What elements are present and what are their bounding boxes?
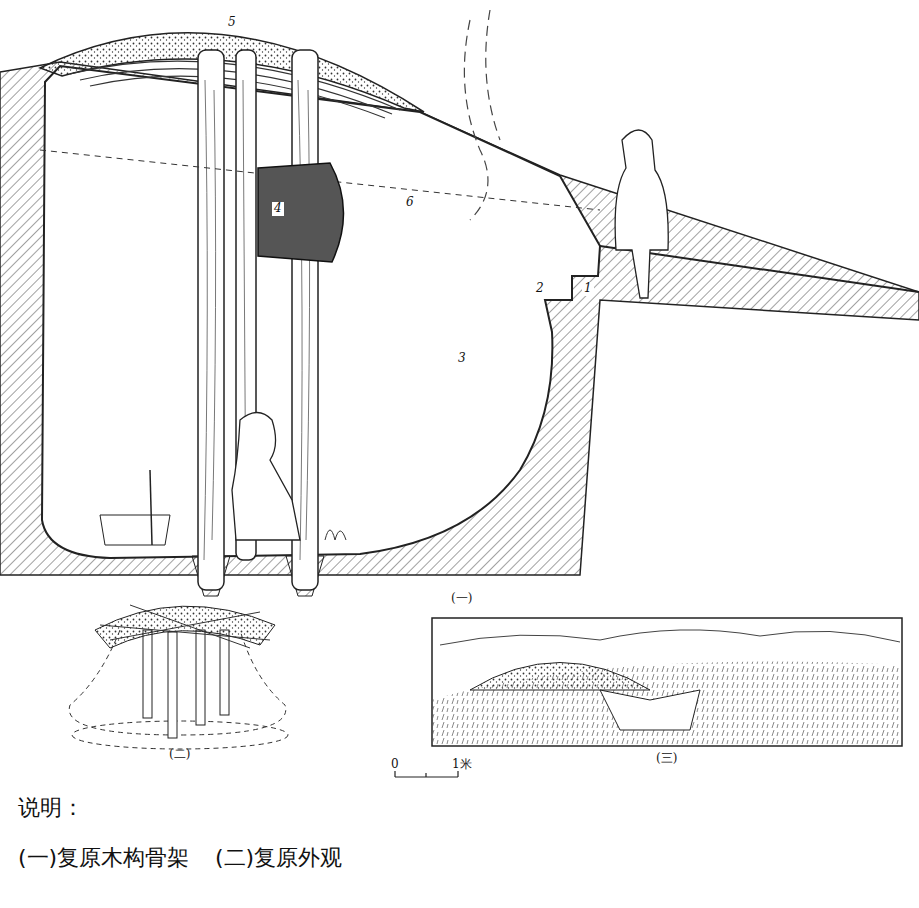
figure-label: (二) xyxy=(169,748,190,762)
section-drawing xyxy=(0,10,919,596)
callout-number: 4 xyxy=(272,202,284,216)
scale-label: 1米 xyxy=(452,758,472,772)
figure-label: (一) xyxy=(451,592,472,606)
skeleton-drawing xyxy=(69,605,288,749)
exterior-drawing xyxy=(432,618,902,746)
note-text: (一)复原木构骨架 xyxy=(18,845,189,870)
callout-number: 1 xyxy=(582,282,594,296)
callout-number: 5 xyxy=(226,16,238,30)
note-text: (二)复原外观 xyxy=(215,845,342,870)
callout-number: 6 xyxy=(404,196,416,210)
callout-number: 2 xyxy=(534,282,546,296)
scale-bar xyxy=(395,771,458,777)
scale-label: 0 xyxy=(391,758,399,772)
callout-number: 3 xyxy=(456,352,468,366)
note-heading: 说明： xyxy=(18,795,84,820)
figure-label: (三) xyxy=(656,752,677,766)
